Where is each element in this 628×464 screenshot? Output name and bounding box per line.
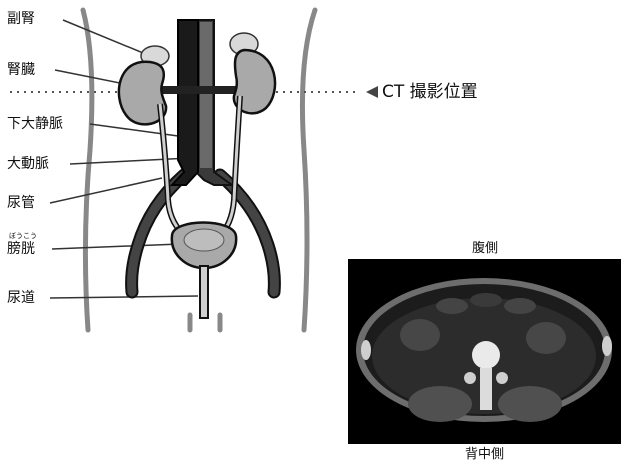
- label-bladder-ruby: ぼうこう: [9, 232, 37, 240]
- leader-lines: [50, 20, 198, 298]
- ct-image: [348, 259, 621, 444]
- ct-bottom-caption: 背中側: [465, 447, 504, 462]
- label-ivc: 下大静脈: [7, 116, 63, 132]
- bladder-inner: [184, 229, 224, 251]
- ct-arrow-icon: [366, 86, 378, 98]
- inferior-vena-cava: [172, 20, 198, 185]
- ct-top-caption: 腹側: [472, 241, 498, 256]
- ct-position-label: CT 撮影位置: [382, 82, 478, 102]
- urethra: [200, 266, 208, 318]
- label-kidney: 腎臓: [7, 62, 35, 78]
- aorta-lighter: [200, 22, 212, 168]
- label-adrenal: 副腎: [7, 11, 35, 27]
- label-urethra: 尿道: [7, 290, 35, 306]
- label-ureter: 尿管: [7, 195, 35, 211]
- renal-vessels: [160, 86, 244, 94]
- label-bladder: 膀胱: [7, 241, 35, 257]
- label-aorta: 大動脈: [7, 156, 49, 172]
